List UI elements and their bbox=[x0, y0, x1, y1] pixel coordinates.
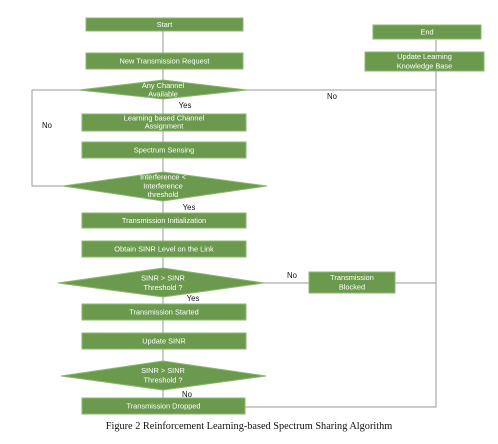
update-sinr-label: Update SINR bbox=[142, 336, 186, 345]
update-kb-line-1: Update Learning bbox=[397, 52, 452, 61]
spectrum-sensing-node: Spectrum Sensing bbox=[81, 141, 247, 159]
obtain-sinr-node: Obtain SINR Level on the Link bbox=[81, 240, 247, 258]
interference-line-1: Interference < bbox=[140, 172, 186, 181]
any-channel-line-2: Available bbox=[148, 89, 178, 98]
start-node: Start bbox=[85, 17, 244, 32]
any-channel-yes-label: Yes bbox=[179, 101, 192, 110]
tx-blocked-line-2: Blocked bbox=[339, 282, 365, 291]
tx-dropped-label: Transmission Dropped bbox=[126, 401, 200, 410]
interference-decision: Interference < Interference threshold bbox=[62, 171, 268, 202]
sinr-check-2-line-2: Threshold ? bbox=[143, 375, 182, 384]
sinr-check-1-line-2: Threshold ? bbox=[143, 283, 182, 292]
sinr-check-1-yes-label: Yes bbox=[187, 294, 200, 303]
new-request-label: New Transmission Request bbox=[120, 56, 210, 65]
spectrum-sensing-label: Spectrum Sensing bbox=[134, 145, 194, 154]
sinr-check-2-line-1: SINR > SINR bbox=[141, 366, 185, 375]
tx-blocked-line-1: Transmission bbox=[330, 273, 374, 282]
interference-yes-label: Yes bbox=[183, 203, 196, 212]
interference-no-label: No bbox=[42, 121, 53, 130]
flowchart-edge-labels: Yes No No Yes No Yes No bbox=[42, 92, 338, 399]
edge-interference-no-loop bbox=[31, 89, 79, 187]
learning-assignment-node: Learning based Channel Assignment bbox=[81, 113, 247, 132]
update-kb-node: Update Learning Knowledge Base bbox=[364, 51, 485, 72]
sinr-check-2-decision: SINR > SINR Threshold ? bbox=[60, 360, 267, 391]
learning-assignment-line-1: Learning based Channel bbox=[124, 113, 205, 122]
tx-blocked-node: Transmission Blocked bbox=[308, 271, 396, 294]
tx-started-node: Transmission Started bbox=[81, 303, 247, 321]
interference-line-3: threshold bbox=[148, 190, 178, 199]
any-channel-no-label: No bbox=[327, 92, 338, 101]
start-label: Start bbox=[157, 20, 173, 29]
figure-caption: Figure 2 Reinforcement Learning-based Sp… bbox=[105, 421, 393, 432]
learning-assignment-line-2: Assignment bbox=[145, 121, 184, 130]
update-kb-line-2: Knowledge Base bbox=[397, 61, 452, 70]
flowchart-nodes: Start End New Transmission Request Updat… bbox=[57, 17, 485, 415]
tx-started-label: Transmission Started bbox=[129, 307, 199, 316]
new-request-node: New Transmission Request bbox=[85, 52, 244, 70]
tx-dropped-node: Transmission Dropped bbox=[81, 397, 246, 415]
edge-dropped-to-right bbox=[245, 71, 437, 408]
sinr-check-2-no-label: No bbox=[182, 390, 193, 399]
flowchart-edges bbox=[31, 31, 437, 408]
sinr-check-1-no-label: No bbox=[287, 271, 298, 280]
obtain-sinr-label: Obtain SINR Level on the Link bbox=[114, 244, 214, 253]
update-sinr-node: Update SINR bbox=[81, 332, 247, 350]
end-node: End bbox=[372, 24, 482, 40]
end-label: End bbox=[420, 27, 433, 36]
any-channel-line-1: Any Channel bbox=[142, 81, 185, 90]
tx-init-node: Transmission Initialization bbox=[81, 212, 247, 229]
sinr-check-1-decision: SINR > SINR Threshold ? bbox=[57, 267, 265, 298]
tx-init-label: Transmission Initialization bbox=[122, 216, 206, 225]
sinr-check-1-line-1: SINR > SINR bbox=[141, 273, 185, 282]
any-channel-decision: Any Channel Available bbox=[78, 79, 248, 100]
interference-line-2: Interference bbox=[143, 181, 182, 190]
